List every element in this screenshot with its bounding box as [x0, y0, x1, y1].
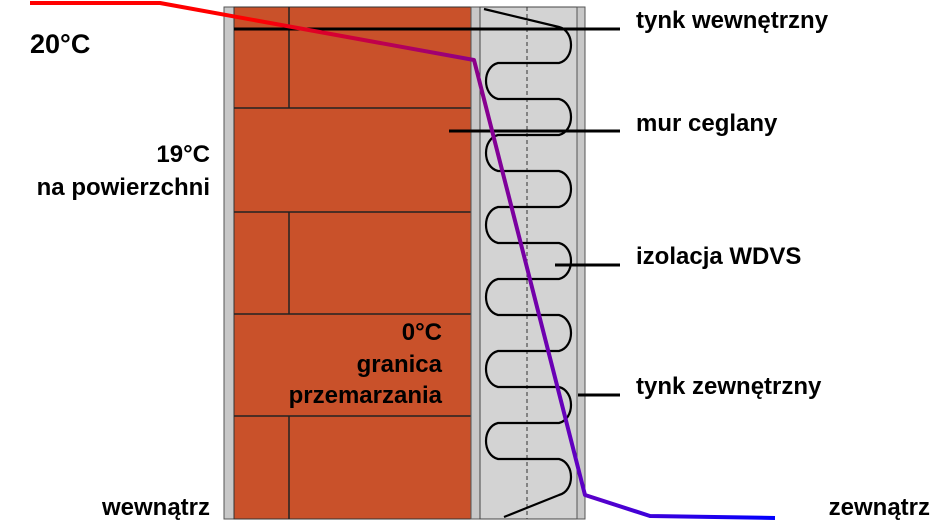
layer-label-inner-plaster: tynk wewnętrzny: [636, 7, 829, 34]
layer-label-outer-plaster: tynk zewnętrzny: [636, 373, 822, 400]
freeze-temp-label: 0°C: [402, 319, 442, 346]
layer-label-insulation: izolacja WDVS: [636, 243, 801, 270]
outer-plaster: [576, 6, 586, 520]
freeze-caption-2: przemarzania: [289, 382, 443, 409]
layer-label-brick: mur ceglany: [636, 110, 778, 137]
insulation-layer: [479, 6, 578, 520]
surface-temp-label: 19°C: [156, 141, 210, 168]
temperature-curve: [30, 1, 776, 520]
insulation-loops: [483, 7, 573, 519]
outside-label: zewnątrz: [829, 494, 930, 521]
inner-temp-label: 20°C: [30, 29, 90, 59]
inside-label: wewnątrz: [101, 494, 210, 521]
freeze-caption-1: granica: [357, 351, 443, 378]
surface-caption: na powierzchni: [37, 174, 210, 201]
brick-wall: [233, 6, 472, 520]
inner-plaster: [223, 6, 235, 520]
